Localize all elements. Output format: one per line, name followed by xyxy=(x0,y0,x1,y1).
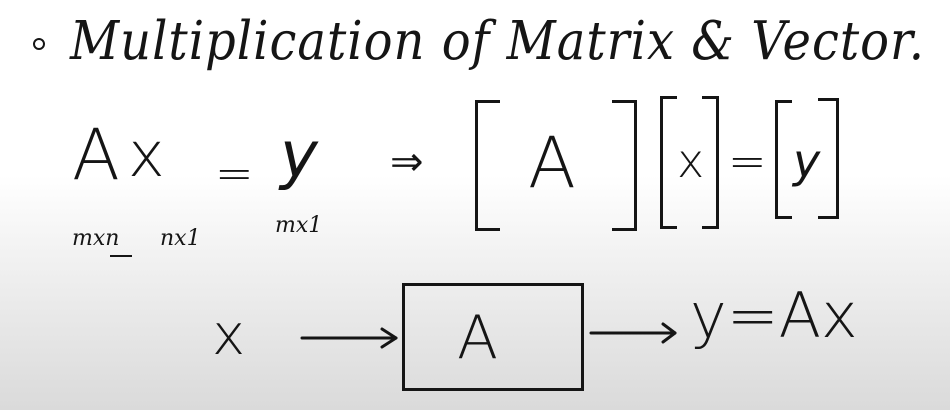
input-arrow-icon xyxy=(300,327,398,349)
result-left-bracket xyxy=(775,100,792,219)
bullet-point xyxy=(33,38,45,50)
matrix-left-bracket xyxy=(475,100,500,231)
bracket-vector: x xyxy=(677,134,705,188)
dimension-underline xyxy=(110,255,132,257)
vector-left-bracket xyxy=(660,96,677,229)
implies-arrow: ⇒ xyxy=(390,139,424,185)
rhs-vector: y xyxy=(280,119,318,193)
bracket-equals: = xyxy=(728,134,767,188)
matrix-dimension: mxn xyxy=(72,226,120,251)
vector-right-bracket xyxy=(702,96,719,229)
lhs-matrix: A xyxy=(72,114,120,196)
flow-block-label: A xyxy=(457,303,499,373)
equals-sign: = xyxy=(215,146,254,200)
page-title: Multiplication of Matrix & Vector. xyxy=(70,9,925,73)
output-arrow-icon xyxy=(589,322,677,344)
bracket-result: y xyxy=(793,134,821,188)
matrix-block: A xyxy=(402,283,584,391)
flow-output: y=Ax xyxy=(690,279,858,352)
flow-input: x xyxy=(212,303,246,368)
bracket-matrix: A xyxy=(528,122,576,204)
matrix-right-bracket xyxy=(612,100,637,231)
vector-dimension: nx1 xyxy=(160,226,201,251)
lhs-vector: x xyxy=(128,118,165,191)
result-right-bracket xyxy=(818,98,839,219)
result-dimension: mx1 xyxy=(275,213,323,238)
